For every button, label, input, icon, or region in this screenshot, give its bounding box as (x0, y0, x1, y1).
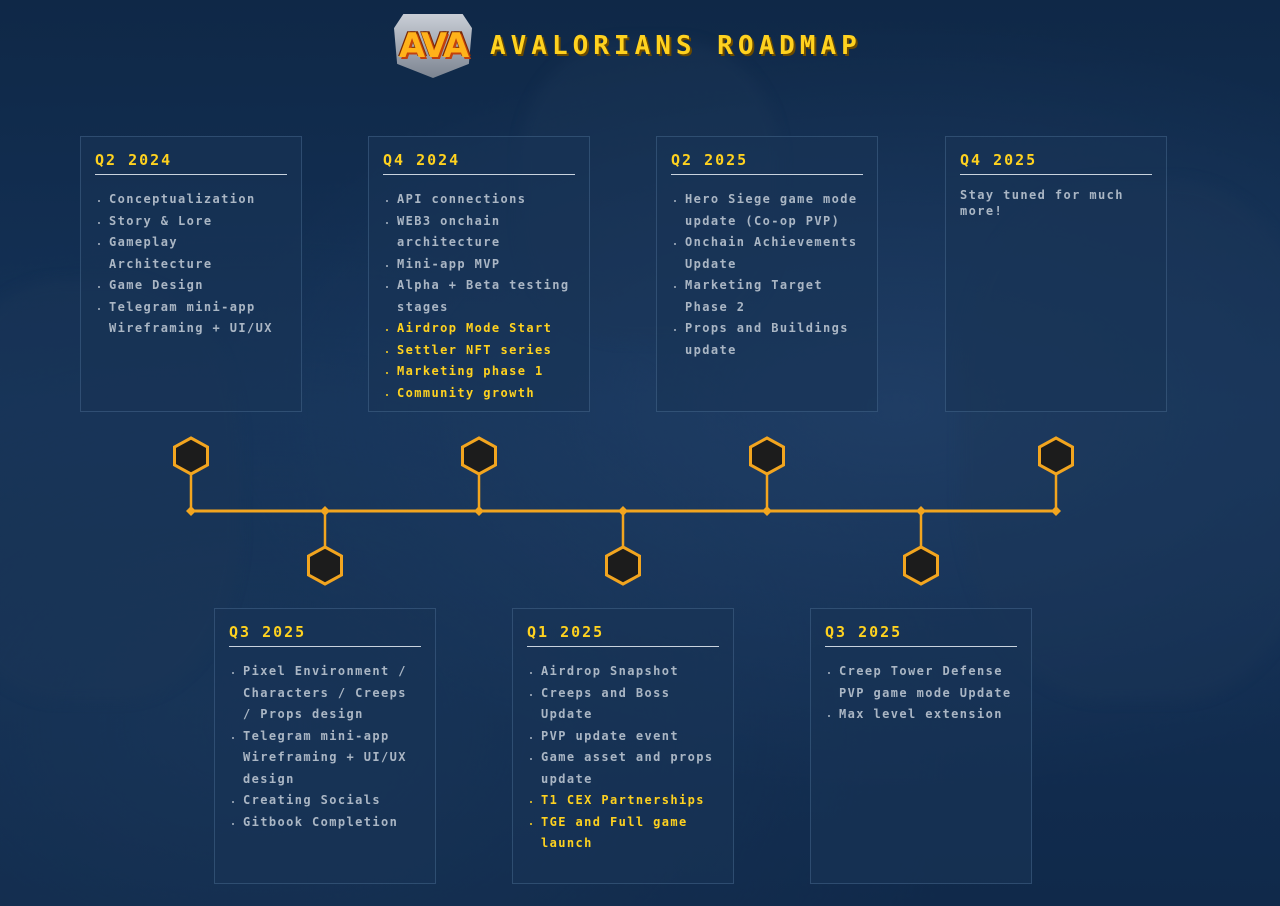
roadmap-item: Story & Lore (109, 211, 287, 233)
roadmap-item: Gitbook Completion (243, 812, 421, 834)
roadmap-item-highlighted: Settler NFT series (397, 340, 575, 362)
hexagon-icon (307, 545, 343, 586)
card-list: Pixel Environment / Characters / Creeps … (229, 661, 421, 833)
card-title: Q4 2024 (383, 151, 575, 175)
card-title: Q4 2025 (960, 151, 1152, 175)
card-title: Q3 2025 (229, 623, 421, 647)
timeline-node-q4-2025 (1038, 436, 1074, 516)
roadmap-item: Telegram mini-app Wireframing + UI/UX (109, 297, 287, 340)
diamond-marker (186, 506, 196, 516)
card-list: Creep Tower Defense PVP game mode Update… (825, 661, 1017, 726)
roadmap-card-q4-2025: Q4 2025 Stay tuned for much more! (945, 136, 1167, 412)
card-list: Hero Siege game mode update (Co-op PVP) … (671, 189, 863, 361)
logo-text: AVA (398, 26, 469, 66)
roadmap-item-highlighted: T1 CEX Partnerships (541, 790, 719, 812)
diamond-marker (320, 506, 330, 516)
roadmap-card-q2-2025: Q2 2025 Hero Siege game mode update (Co-… (656, 136, 878, 412)
roadmap-item: Pixel Environment / Characters / Creeps … (243, 661, 421, 726)
card-list: Conceptualization Story & Lore Gameplay … (95, 189, 287, 340)
roadmap-item-highlighted: Community growth (397, 383, 575, 405)
roadmap-item: WEB3 onchain architecture (397, 211, 575, 254)
timeline-node-q3-2025-b (903, 506, 939, 586)
roadmap-item-highlighted: Airdrop Mode Start (397, 318, 575, 340)
roadmap-item: Props and Buildings update (685, 318, 863, 361)
hexagon-icon (903, 545, 939, 586)
roadmap-card-q3-2025-b: Q3 2025 Creep Tower Defense PVP game mod… (810, 608, 1032, 884)
diamond-marker (618, 506, 628, 516)
roadmap-item: Creeps and Boss Update (541, 683, 719, 726)
roadmap-card-q4-2024: Q4 2024 API connections WEB3 onchain arc… (368, 136, 590, 412)
diamond-marker (762, 506, 772, 516)
timeline-node-q1-2025 (605, 506, 641, 586)
ava-logo: AVA (392, 12, 474, 80)
roadmap-item: Telegram mini-app Wireframing + UI/UX de… (243, 726, 421, 791)
card-title: Q2 2025 (671, 151, 863, 175)
hexagon-icon (461, 436, 497, 476)
card-title: Q1 2025 (527, 623, 719, 647)
roadmap-item: Game Design (109, 275, 287, 297)
timeline-node-q4-2024 (461, 436, 497, 516)
roadmap-item: Onchain Achievements Update (685, 232, 863, 275)
diamond-marker (474, 506, 484, 516)
roadmap-item: Mini-app MVP (397, 254, 575, 276)
roadmap-item: Creep Tower Defense PVP game mode Update (839, 661, 1017, 704)
diamond-marker (1051, 506, 1061, 516)
roadmap-item: Conceptualization (109, 189, 287, 211)
hexagon-icon (1038, 436, 1074, 476)
card-title: Q2 2024 (95, 151, 287, 175)
timeline-node-q3-2025-a (307, 506, 343, 586)
hexagon-icon (605, 545, 641, 586)
hexagon-icon (173, 436, 209, 476)
roadmap-item: Airdrop Snapshot (541, 661, 719, 683)
roadmap-item: Hero Siege game mode update (Co-op PVP) (685, 189, 863, 232)
logo-shield (394, 14, 472, 78)
card-list: API connections WEB3 onchain architectur… (383, 189, 575, 404)
roadmap-item: Creating Socials (243, 790, 421, 812)
roadmap-card-q3-2025-a: Q3 2025 Pixel Environment / Characters /… (214, 608, 436, 884)
card-list: Airdrop Snapshot Creeps and Boss Update … (527, 661, 719, 855)
roadmap-item: API connections (397, 189, 575, 211)
roadmap-card-q2-2024: Q2 2024 Conceptualization Story & Lore G… (80, 136, 302, 412)
roadmap-card-q1-2025: Q1 2025 Airdrop Snapshot Creeps and Boss… (512, 608, 734, 884)
roadmap-item: Marketing Target Phase 2 (685, 275, 863, 318)
diamond-marker (916, 506, 926, 516)
page-title: AVALORIANS ROADMAP (490, 31, 862, 61)
roadmap-item: Max level extension (839, 704, 1017, 726)
roadmap-item-highlighted: Marketing phase 1 (397, 361, 575, 383)
page-header: AVA AVALORIANS ROADMAP (392, 12, 862, 80)
roadmap-item-highlighted: TGE and Full game launch (541, 812, 719, 855)
roadmap-item: Alpha + Beta testing stages (397, 275, 575, 318)
timeline-node-q2-2024 (173, 436, 209, 516)
roadmap-item: Gameplay Architecture (109, 232, 287, 275)
card-paragraph: Stay tuned for much more! (960, 188, 1124, 218)
roadmap-item: PVP update event (541, 726, 719, 748)
hexagon-icon (749, 436, 785, 476)
roadmap-item: Game asset and props update (541, 747, 719, 790)
card-title: Q3 2025 (825, 623, 1017, 647)
timeline-node-q2-2025 (749, 436, 785, 516)
